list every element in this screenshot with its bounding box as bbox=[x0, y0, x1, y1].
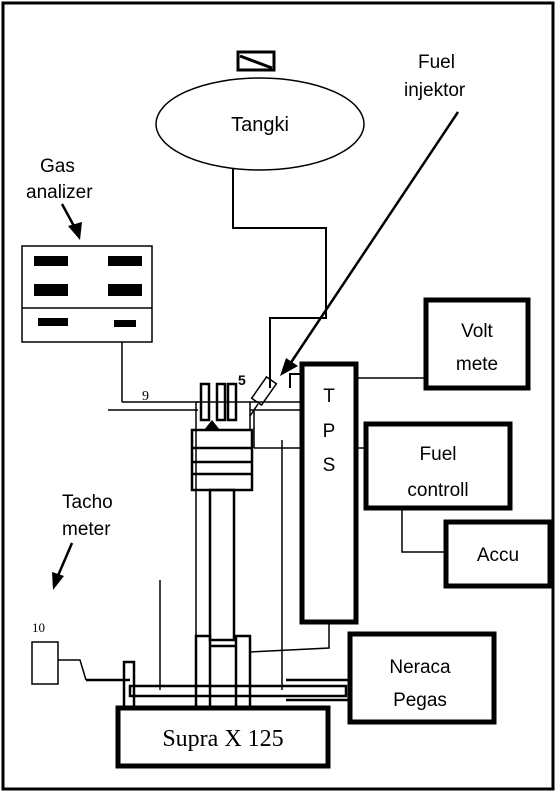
cylinder-piston bbox=[190, 428, 254, 642]
battery-label: Accu bbox=[477, 545, 519, 566]
part-number-9: 9 bbox=[142, 389, 149, 404]
tps-letter-s: S bbox=[323, 455, 336, 476]
battery: Accu bbox=[401, 508, 553, 589]
engine-label-box: Supra X 125 bbox=[115, 705, 331, 769]
voltmeter-label-1: Volt bbox=[461, 321, 493, 342]
gas-analyzer-label-2: analizer bbox=[26, 182, 93, 203]
spring-scale-label-2: Pegas bbox=[393, 690, 447, 711]
fuel-injector bbox=[249, 375, 278, 417]
voltmeter-label-2: mete bbox=[456, 354, 498, 375]
gas-analyzer bbox=[21, 245, 153, 343]
gas-analyzer-label-1: Gas bbox=[40, 156, 75, 177]
tank-shape bbox=[155, 77, 365, 171]
engine-valves bbox=[199, 382, 238, 422]
spark-plug-icon bbox=[204, 420, 220, 430]
tachometer-label-2: meter bbox=[62, 519, 111, 540]
tps-letter-p: P bbox=[323, 421, 336, 442]
exhaust-pipe bbox=[108, 342, 198, 411]
fuel-injector-label-1: Fuel bbox=[418, 52, 455, 73]
tps-wire bbox=[249, 622, 330, 653]
spring-scale-label-1: Neraca bbox=[389, 657, 451, 678]
tank-cap-icon bbox=[236, 50, 276, 72]
engine-label: Supra X 125 bbox=[162, 726, 283, 752]
tachometer-unit bbox=[31, 641, 59, 685]
tachometer-label-1: Tacho bbox=[62, 492, 113, 513]
gas-analyzer-arrow-icon bbox=[60, 203, 82, 240]
fuel-tank: Tangki bbox=[155, 77, 365, 171]
tachometer-arrow-icon bbox=[52, 542, 74, 590]
fuel-injector-arrow-icon bbox=[280, 111, 460, 376]
fuel-controller-label-1: Fuel bbox=[420, 444, 457, 465]
fuel-line bbox=[232, 168, 327, 388]
tank-label: Tangki bbox=[231, 114, 289, 136]
fuel-controller-label-2: controll bbox=[407, 480, 468, 501]
part-number-5: 5 bbox=[238, 372, 246, 388]
tps-sensor: T P S bbox=[299, 361, 359, 625]
fuel-injector-label-2: injektor bbox=[404, 80, 466, 101]
part-number-10: 10 bbox=[32, 620, 45, 635]
tachometer bbox=[31, 641, 87, 685]
voltmeter: Volt mete bbox=[356, 297, 531, 391]
spring-scale: Neraca Pegas bbox=[347, 631, 497, 725]
fuel-controller: Fuel controll bbox=[356, 421, 513, 511]
tps-letter-t: T bbox=[323, 386, 335, 407]
